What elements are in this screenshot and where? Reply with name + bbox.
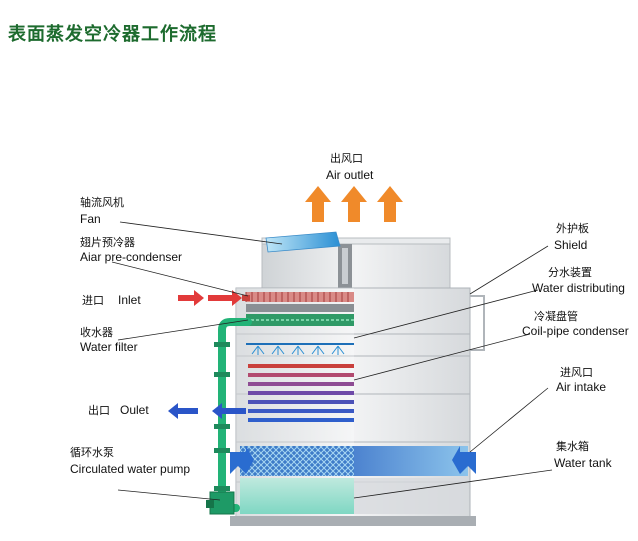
coil-pipe-condenser [248,364,354,422]
coil-label-en: Coil-pipe condenser [522,324,629,338]
water-filter-label-cn: 收水器 [80,326,113,339]
air-intake-mesh [240,446,468,476]
outlet-label-cn: 出口 [88,404,110,417]
pre-condenser-label-en: Aiar pre-condenser [80,250,183,264]
air-intake-label-en: Air intake [556,380,607,394]
air-outlet-label-cn: 出风口 [330,152,363,165]
inlet-arrows [178,290,250,306]
outlet-arrows [168,403,246,419]
fan-blade [265,231,341,253]
inlet-label-en: Inlet [118,293,141,307]
distributing-label-cn: 分水装置 [548,266,592,279]
diagram-title: 表面蒸发空冷器工作流程 [8,24,217,45]
pump-label-cn: 循环水泵 [70,446,114,459]
leader-lines [111,221,553,501]
pre-condenser-label-cn: 翅片预冷器 [80,236,135,249]
inlet-label-cn: 进口 [82,294,104,307]
water-distributor [246,343,354,355]
fan-label-cn: 轴流风机 [80,196,124,209]
fan-label-en: Fan [80,212,101,226]
tank-label-cn: 集水箱 [556,440,589,453]
pipe-flanges [214,342,230,491]
air-outlet-arrows [305,186,403,222]
air-outlet-label-en: Air outlet [326,168,374,182]
tank-label-en: Water tank [554,456,612,470]
water-filter [246,314,354,326]
pump-label-en: Circulated water pump [70,462,191,476]
coil-label-cn: 冷凝盘管 [534,310,578,323]
water-tank [240,478,468,514]
shield-label-en: Shield [554,238,588,252]
distributing-label-en: Water distributing [532,281,625,295]
outlet-label-en: Oulet [120,403,149,417]
pump [206,491,235,515]
air-intake-arrows [230,446,476,474]
water-filter-label-en: Water filter [80,340,138,354]
air-intake-label-cn: 进风口 [560,366,593,379]
pre-condenser [245,292,354,312]
shield-label-cn: 外护板 [556,222,589,235]
